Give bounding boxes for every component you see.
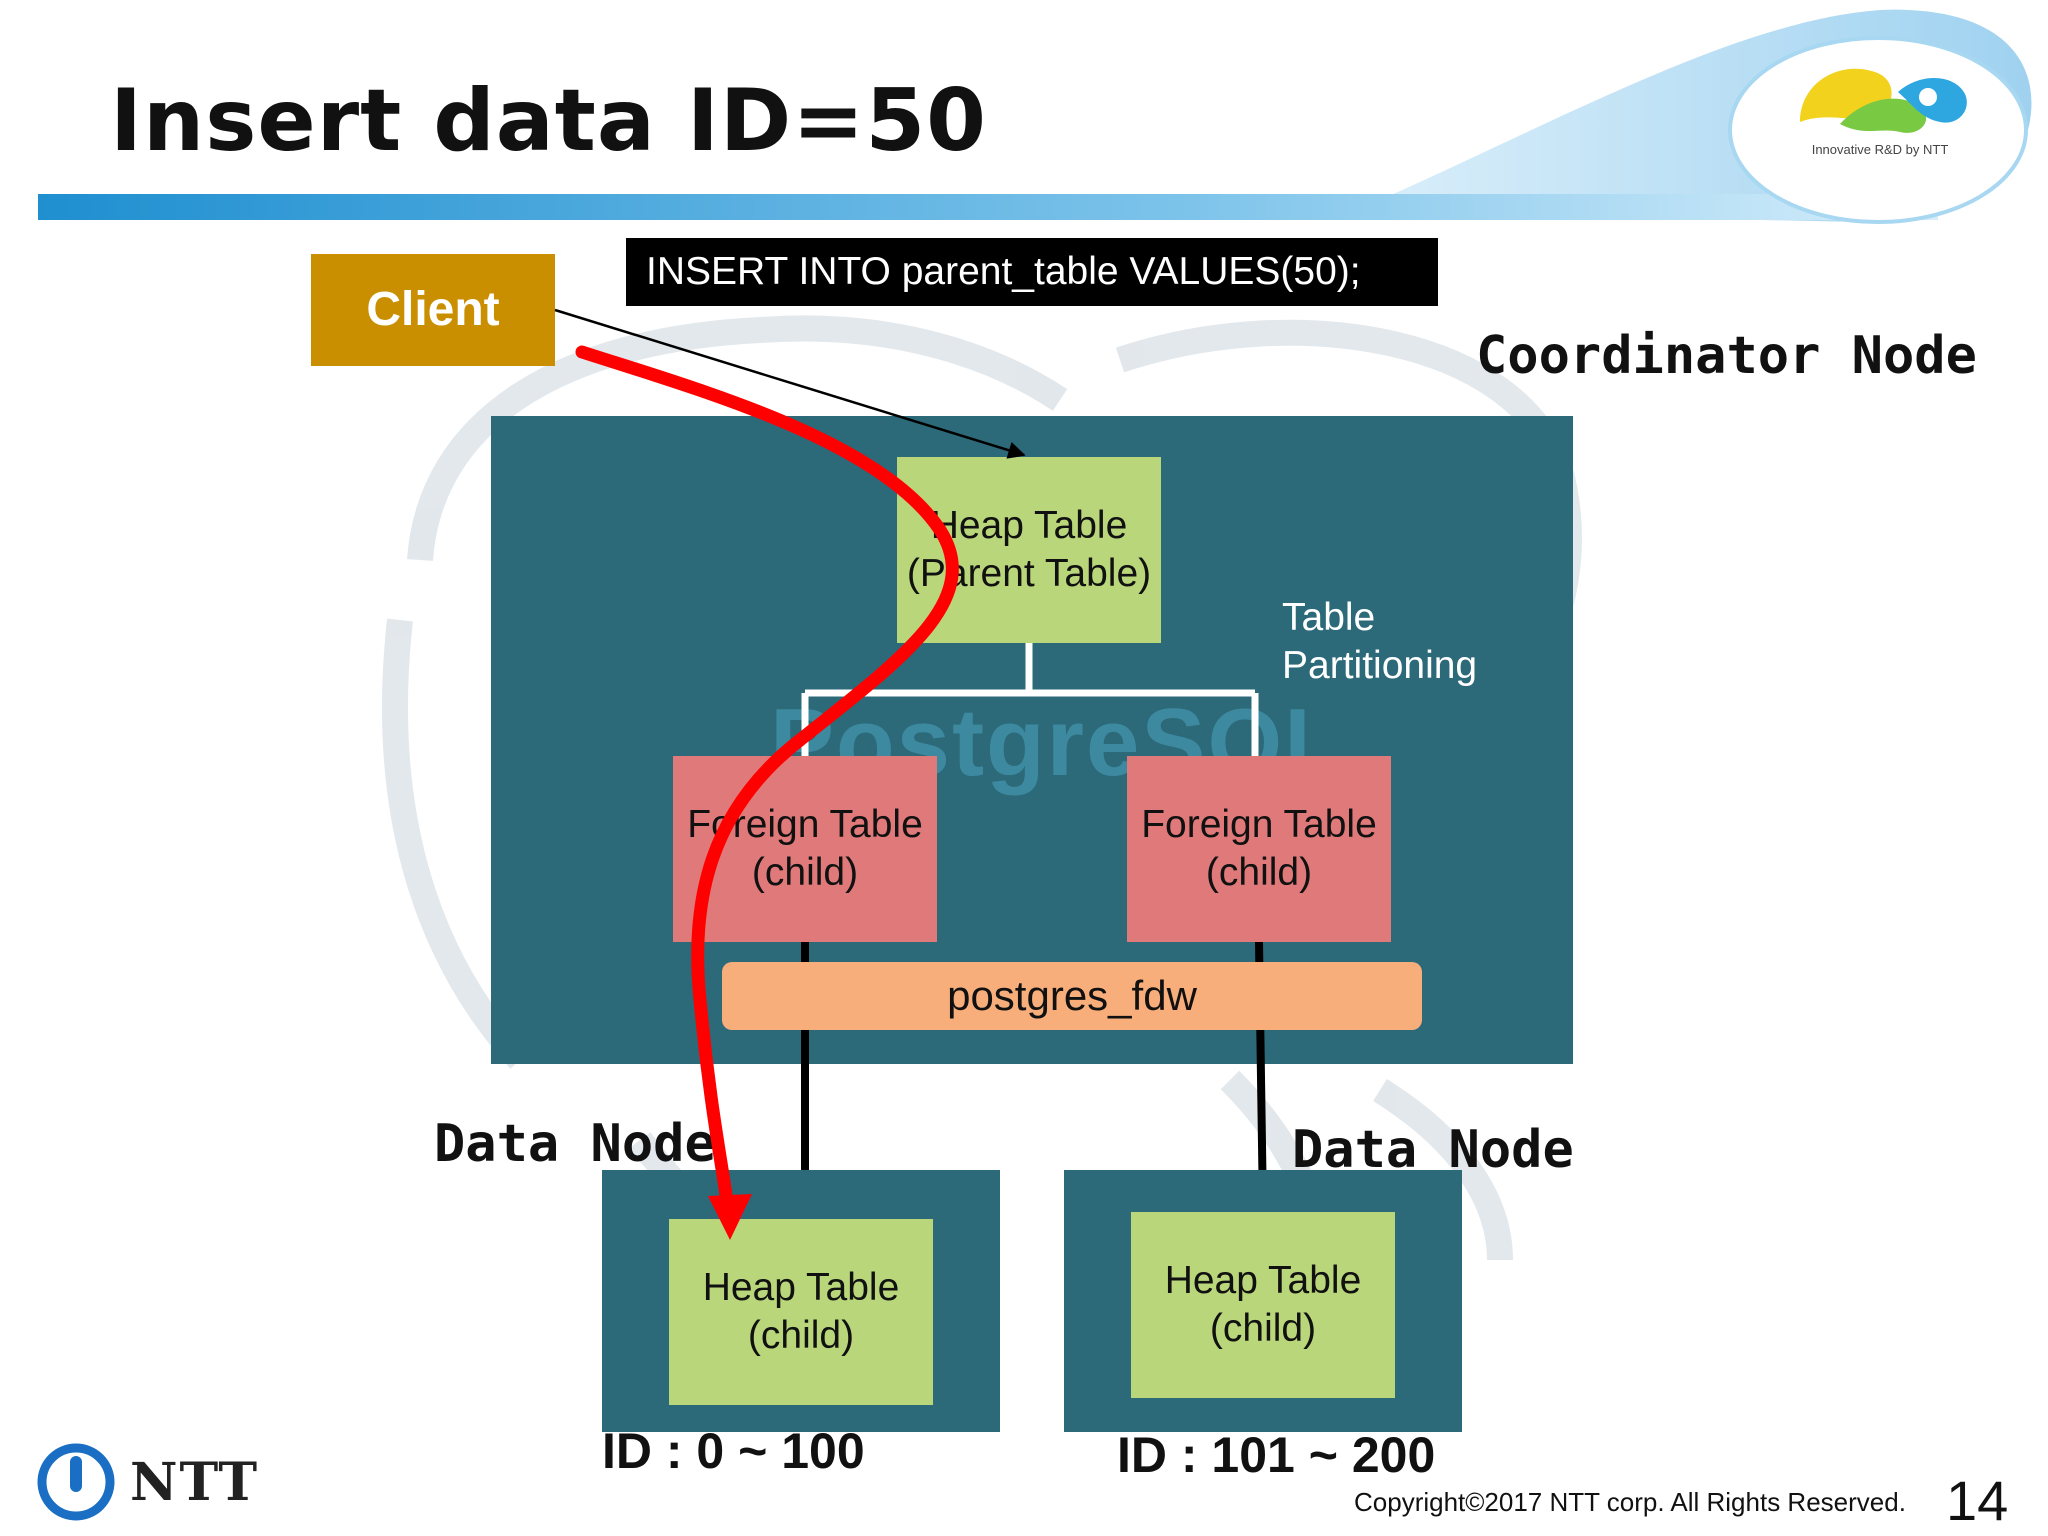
sql-statement: INSERT INTO parent_table VALUES(50); (646, 250, 1361, 293)
postgres-fdw-bar: postgres_fdw (722, 962, 1422, 1030)
foreign-table-left: Foreign Table (child) (673, 756, 937, 942)
heap-table-parent: Heap Table (Parent Table) (897, 457, 1161, 643)
heap-parent-line2: (Parent Table) (906, 552, 1152, 595)
ntt-logo-icon (37, 1443, 115, 1521)
logo-tagline: Innovative R&D by NTT (1812, 142, 1949, 157)
slide-title: Insert data ID=50 (110, 71, 987, 171)
header-stripe (38, 194, 1938, 220)
page-number: 14 (1946, 1469, 2009, 1532)
heap-table-child-left: Heap Table (child) (669, 1219, 933, 1405)
foreign-left-line2: (child) (751, 851, 859, 894)
id-range-left: ID : 0 ~ 100 (602, 1423, 865, 1479)
copyright-text: Copyright©2017 NTT corp. All Rights Rese… (1354, 1487, 1906, 1517)
partition-line1: Table (1282, 596, 1376, 639)
sql-statement-box: INSERT INTO parent_table VALUES(50); (626, 238, 1438, 306)
id-range-right: ID : 101 ~ 200 (1117, 1427, 1436, 1483)
foreign-right-line1: Foreign Table (1141, 803, 1377, 846)
coordinator-node-label: Coordinator Node (1476, 326, 1977, 386)
partition-line2: Partitioning (1282, 644, 1478, 687)
partition-connector (801, 643, 1259, 756)
heap-child-right-line2: (child) (1209, 1307, 1317, 1350)
heap-table-child-right: Heap Table (child) (1131, 1212, 1395, 1398)
table-partitioning-label: Table Partitioning (1282, 594, 1477, 690)
heap-child-right-line1: Heap Table (1164, 1259, 1362, 1302)
heap-parent-line1: Heap Table (930, 504, 1128, 547)
client-box: Client (311, 254, 555, 366)
data-node-label-left: Data Node (434, 1114, 716, 1174)
fdw-label: postgres_fdw (947, 972, 1197, 1019)
foreign-left-line1: Foreign Table (687, 803, 923, 846)
data-node-label-right: Data Node (1292, 1120, 1574, 1180)
company-logo-text: NTT (130, 1452, 260, 1513)
heap-child-left-line1: Heap Table (702, 1266, 900, 1309)
innovative-rnd-logo-icon: Innovative R&D by NTT (1800, 68, 1967, 157)
foreign-right-line2: (child) (1205, 851, 1313, 894)
client-label: Client (366, 283, 500, 336)
heap-child-left-line2: (child) (747, 1314, 855, 1357)
foreign-table-right: Foreign Table (child) (1127, 756, 1391, 942)
